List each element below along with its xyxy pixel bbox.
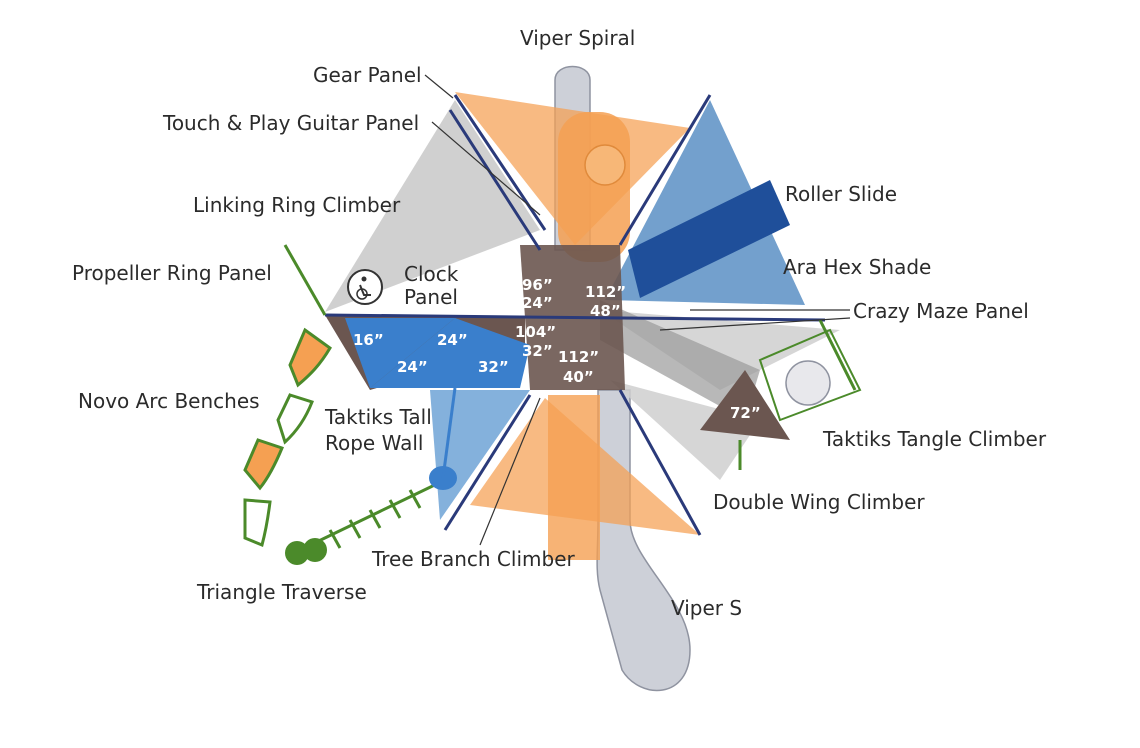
bench-2 (276, 393, 314, 445)
label-roller-slide: Roller Slide (785, 182, 897, 206)
bench-4 (243, 498, 272, 548)
label-gear-panel: Gear Panel (313, 63, 422, 87)
label-tree-branch: Tree Branch Climber (371, 547, 575, 571)
dim-40: 40” (563, 368, 594, 386)
dim-32: 32” (478, 358, 509, 376)
dim-24c: 24” (522, 294, 553, 312)
label-taktiks-tall-1: Taktiks Tall (324, 405, 432, 429)
dim-16: 16” (353, 331, 384, 349)
label-clock-1: Clock (404, 262, 459, 286)
novo-arc-benches (243, 327, 332, 548)
dim-96: 96” (522, 276, 553, 294)
taktiks-tangle-climber (758, 328, 862, 422)
label-viper-s: Viper S (671, 596, 742, 620)
dim-32b: 32” (522, 342, 553, 360)
label-linking-ring: Linking Ring Climber (193, 193, 401, 217)
label-viper-spiral: Viper Spiral (520, 26, 635, 50)
label-crazy-maze: Crazy Maze Panel (853, 299, 1029, 323)
triangle-traverse-end-2 (303, 538, 327, 562)
roller-slide (628, 180, 790, 298)
dim-112a: 112” (585, 283, 626, 301)
linking-ring-shade (325, 100, 540, 312)
label-propeller-ring: Propeller Ring Panel (72, 261, 272, 285)
dim-72: 72” (730, 404, 761, 422)
rope-wall-line (441, 387, 457, 479)
orange-slide-chute (548, 395, 600, 560)
deck-right (700, 370, 790, 440)
dim-24b: 24” (397, 358, 428, 376)
dim-112b: 112” (558, 348, 599, 366)
label-triangle-traverse: Triangle Traverse (196, 580, 367, 604)
label-taktiks-tangle: Taktiks Tangle Climber (822, 427, 1047, 451)
dim-24a: 24” (437, 331, 468, 349)
spiral-tower (558, 112, 630, 262)
triangle-traverse-end-1 (285, 541, 309, 565)
blue-deck-3 (455, 318, 530, 388)
crazy-maze-ramp (600, 300, 760, 420)
bench-1 (288, 327, 332, 388)
double-wing-shade (610, 380, 760, 480)
label-ara-hex-shade: Ara Hex Shade (783, 255, 931, 279)
dim-48: 48” (590, 302, 621, 320)
spiral-center (584, 144, 626, 186)
leader-lines (424, 74, 851, 546)
frame-lines (324, 94, 826, 536)
wheelchair-accessible-icon (347, 269, 383, 305)
triangle-traverse-rungs (328, 489, 422, 549)
dim-104: 104” (515, 323, 556, 341)
label-clock-2: Panel (404, 285, 458, 309)
blue-deck-1 (345, 318, 455, 388)
label-novo-arc: Novo Arc Benches (78, 389, 260, 413)
label-touch-play-guitar: Touch & Play Guitar Panel (162, 111, 419, 135)
label-taktiks-tall-2: Rope Wall (325, 431, 423, 455)
bench-3 (243, 438, 284, 491)
label-double-wing: Double Wing Climber (713, 490, 925, 514)
blue-deck-2 (370, 318, 455, 388)
blue-lower-shade (430, 390, 530, 520)
